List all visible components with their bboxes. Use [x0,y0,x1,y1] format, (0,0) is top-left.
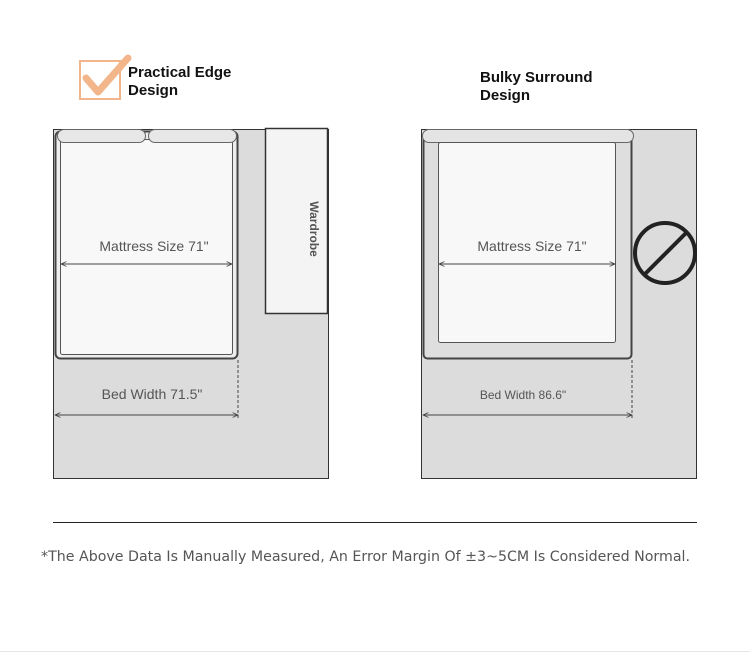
divider-line [53,522,697,523]
left-pillow-1 [57,129,146,143]
right-panel-title: Bulky Surround Design [480,69,593,105]
bottom-border [0,651,750,652]
wardrobe [264,127,329,315]
right-bed-width-label: Bed Width 86.6" [480,388,566,402]
prohibited-icon [633,221,697,285]
right-headboard [422,129,634,143]
comparison-diagram: Wardrobe Mattress Size 71" Bed Width 71.… [53,127,697,479]
checkmark-icon [82,54,132,96]
left-mattress-label: Mattress Size 71" [99,238,208,254]
left-bed-width-label: Bed Width 71.5" [102,386,203,402]
left-mattress [60,139,233,355]
left-title-line1: Practical Edge [128,64,232,81]
right-mattress-label: Mattress Size 71" [477,238,586,254]
right-title-line1: Bulky Surround [480,69,593,86]
wardrobe-label: Wardrobe [307,201,321,257]
left-panel-title: Practical Edge Design [128,64,231,100]
left-pillow-2 [148,129,237,143]
footer-note: *The Above Data Is Manually Measured, An… [41,549,690,565]
right-mattress [438,142,616,343]
left-title-line2: Design [128,82,179,99]
right-title-line2: Design [480,87,531,104]
